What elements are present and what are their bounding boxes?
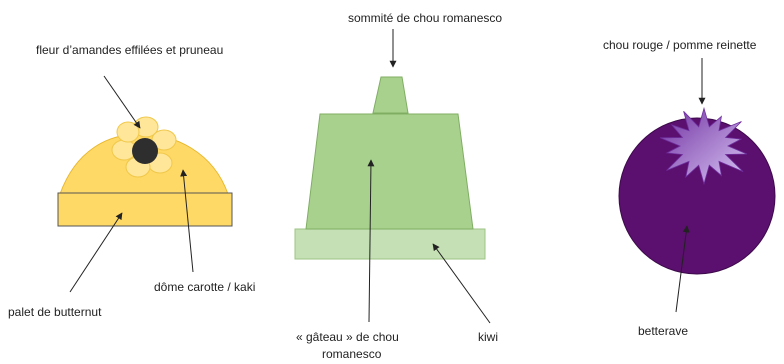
label-cake-line1: « gâteau » de chou bbox=[296, 330, 399, 344]
arrow-beet bbox=[675, 225, 690, 313]
arrow-cake bbox=[367, 159, 375, 323]
arrow-palet bbox=[69, 212, 123, 293]
arrow-flower bbox=[103, 75, 141, 129]
label-kiwi: kiwi bbox=[478, 330, 498, 344]
romanesco-cake bbox=[305, 113, 474, 230]
label-dome: dôme carotte / kaki bbox=[154, 280, 255, 294]
dessert-beetroot bbox=[618, 106, 776, 275]
romanesco-top bbox=[372, 76, 409, 114]
arrow-dome bbox=[180, 169, 194, 273]
beetroot-ball bbox=[618, 117, 776, 275]
prune bbox=[132, 138, 158, 164]
label-top: sommité de chou romanesco bbox=[348, 11, 502, 25]
callout-labels: fleur d’amandes effilées et pruneau dôme… bbox=[8, 11, 757, 361]
palet-butternut bbox=[57, 192, 233, 227]
label-cake-line2: romanesco bbox=[322, 347, 382, 361]
dessert-romanesco bbox=[294, 76, 486, 260]
dessert-butternut bbox=[57, 116, 233, 227]
label-beet: betterave bbox=[638, 324, 688, 338]
kiwi-base bbox=[294, 228, 486, 260]
arrow-kiwi bbox=[432, 243, 491, 324]
almond-flower bbox=[111, 116, 177, 178]
label-palet: palet de butternut bbox=[8, 305, 102, 319]
label-flower: fleur d’amandes effilées et pruneau bbox=[36, 43, 223, 57]
callout-arrows bbox=[69, 29, 706, 324]
label-red-cabbage: chou rouge / pomme reinette bbox=[603, 38, 757, 52]
red-cabbage-star bbox=[659, 106, 748, 186]
